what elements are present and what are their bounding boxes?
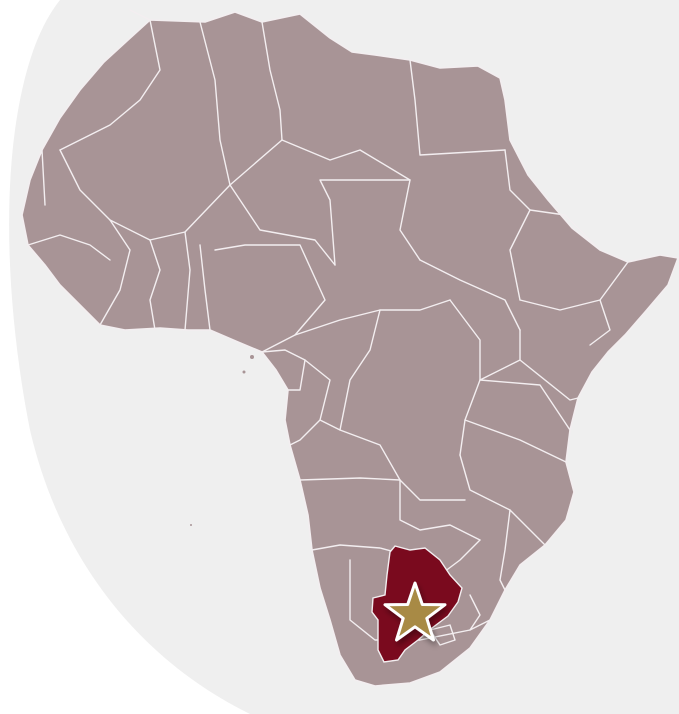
star-icon: [383, 581, 447, 642]
island-bioko: [250, 355, 254, 359]
country-borders: [27, 9, 629, 646]
island-sao-tome: [242, 370, 246, 374]
island-st-helena: [190, 524, 192, 526]
